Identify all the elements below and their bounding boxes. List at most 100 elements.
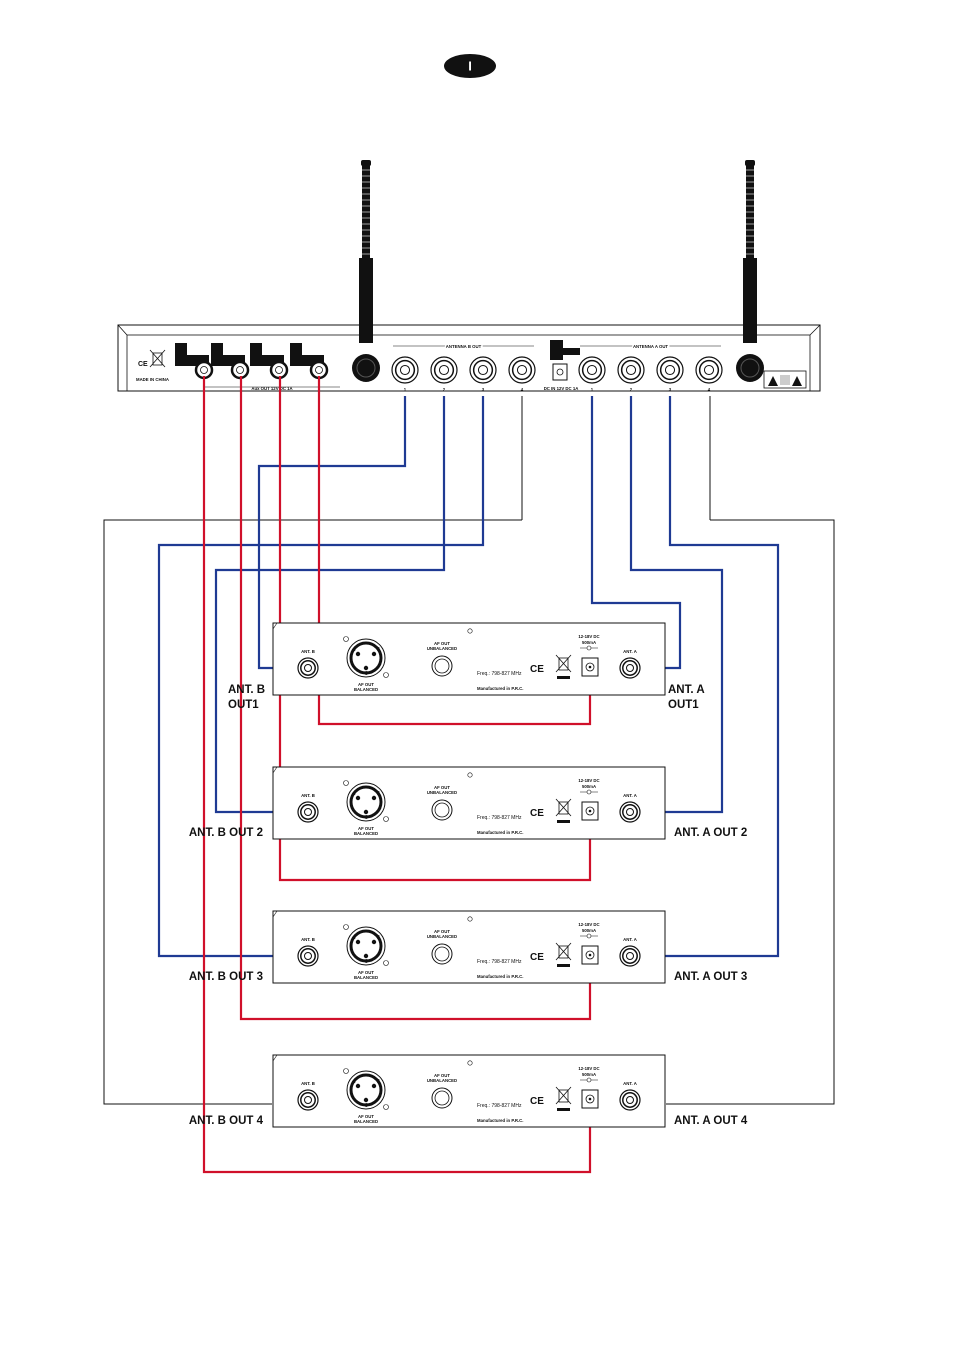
receiver-panel: [272, 766, 666, 840]
xlr-pin-label: 2: [377, 791, 380, 797]
frequency-label: Freq.: 798-827 MHz: [477, 671, 522, 677]
antenna-a: [736, 160, 764, 382]
antenna-b-cable-2: [214, 396, 446, 814]
distributor-bevel: [809, 324, 821, 336]
unbalanced-jack-inner: [434, 946, 450, 962]
power-rating-label: 12-18V DC: [578, 922, 599, 927]
af-out-unbalanced-label: UNBALANCED: [427, 790, 457, 795]
weee-bin-icon: [555, 798, 572, 823]
xlr-pin-1: [355, 1083, 361, 1089]
dc-out-socket-pin: [315, 366, 323, 374]
bnc-inner: [625, 364, 637, 376]
made-in-label: MADE IN CHINA: [136, 377, 169, 382]
receiver-bevel: [272, 766, 278, 774]
xlr-pin-label: 2: [377, 1079, 380, 1085]
xlr-pin-3: [363, 665, 369, 671]
manufactured-label: Manufactured in P.R.C.: [477, 1118, 523, 1123]
af-out-balanced-label: BALANCED: [354, 975, 378, 980]
manufactured-label: Manufactured in P.R.C.: [477, 830, 523, 835]
xlr-inner-ring: [349, 929, 383, 963]
xlr-pin-1: [355, 795, 361, 801]
unbalanced-jack-inner: [434, 658, 450, 674]
ant-b-out-label: ANT. B OUT 3: [189, 971, 263, 983]
ant-a-out-label: ANT. A OUT 3: [674, 971, 747, 983]
antenna-b-cable-3: [157, 396, 485, 958]
frequency-label: Freq.: 798-827 MHz: [477, 815, 522, 821]
af-out-balanced-label: AF OUT: [358, 970, 374, 975]
receiver-bevel: [272, 622, 278, 630]
receiver-screw: [467, 772, 473, 778]
receiver-panel: [272, 910, 666, 984]
polarity-icon: [586, 645, 592, 651]
bnc-connector: [619, 1089, 641, 1111]
ce-mark: CE: [530, 808, 544, 819]
unbalanced-jack-inner: [434, 1090, 450, 1106]
xlr-pin-3: [363, 809, 369, 815]
xlr-pin-label: 3: [365, 671, 368, 677]
xlr-inner-ring: [349, 785, 383, 819]
dc-out-connector: [290, 343, 329, 380]
unbalanced-jack-inner: [434, 802, 450, 818]
antenna-a-cable-3: [637, 396, 780, 958]
polarity-icon: [586, 1077, 592, 1083]
power-rating-label: 12-18V DC: [578, 1066, 599, 1071]
xlr-latch: [383, 672, 389, 678]
dc-out-socket-pin: [275, 366, 283, 374]
af-out-unbalanced-label: AF OUT: [434, 1073, 450, 1078]
af-out-unbalanced-label: UNBALANCED: [427, 646, 457, 651]
bin-bar: [557, 1108, 570, 1111]
bin-body: [558, 657, 569, 671]
dc-in-connector: [550, 340, 580, 381]
bnc-connector: [508, 356, 536, 384]
bnc-connector: [391, 356, 419, 384]
xlr-pin-3: [363, 1097, 369, 1103]
af-out-balanced-label: AF OUT: [358, 826, 374, 831]
bnc-inner: [304, 952, 312, 960]
warning-label: [763, 370, 807, 389]
xlr-latch: [343, 924, 349, 930]
bnc-inner: [304, 664, 312, 672]
bnc-inner: [626, 664, 634, 672]
bin-cross: [149, 349, 166, 368]
xlr-pin-label: 3: [365, 1103, 368, 1109]
af-out-unbalanced-label: AF OUT: [434, 929, 450, 934]
bnc-connector: [656, 356, 684, 384]
group-label: ANTENNA A OUT: [633, 344, 668, 349]
antenna-b: [352, 160, 380, 382]
bin-body: [558, 1089, 569, 1103]
manufactured-label: Manufactured in P.R.C.: [477, 974, 523, 979]
bnc-inner: [703, 364, 715, 376]
bnc-inner: [626, 1096, 634, 1104]
bnc-inner: [477, 364, 489, 376]
af-out-unbalanced-label: AF OUT: [434, 785, 450, 790]
dc-out-connector: [175, 343, 214, 380]
bnc-connector: [297, 801, 319, 823]
ant-b-out-label: ANT. B OUT 2: [189, 827, 263, 839]
dc-in-socket-pin: [588, 809, 592, 813]
ant-b-out-label: ANT. B: [228, 684, 265, 696]
dc-out-label: Aux OUT 12V DC 1A: [251, 386, 292, 391]
weee-bin-icon: [555, 654, 572, 679]
dc-in-socket-pin: [588, 1097, 592, 1101]
port-number: 2: [443, 387, 446, 392]
ce-mark: CE: [530, 1096, 544, 1107]
xlr-pin-label: 1: [353, 647, 356, 653]
warning-text-block: [780, 375, 790, 385]
weee-bin-icon: [555, 1086, 572, 1111]
xlr-inner-ring: [349, 641, 383, 675]
af-out-balanced-label: AF OUT: [358, 682, 374, 687]
bnc-inner: [586, 364, 598, 376]
af-out-balanced-label: BALANCED: [354, 687, 378, 692]
distributor-bevel: [117, 324, 128, 336]
receiver-bevel: [272, 1054, 278, 1062]
ant-b-port-label: ANT. B: [301, 649, 315, 654]
xlr-pin-2: [371, 1083, 377, 1089]
af-out-balanced-label: AF OUT: [358, 1114, 374, 1119]
antenna-tip: [361, 160, 371, 166]
bnc-connector: [619, 657, 641, 679]
